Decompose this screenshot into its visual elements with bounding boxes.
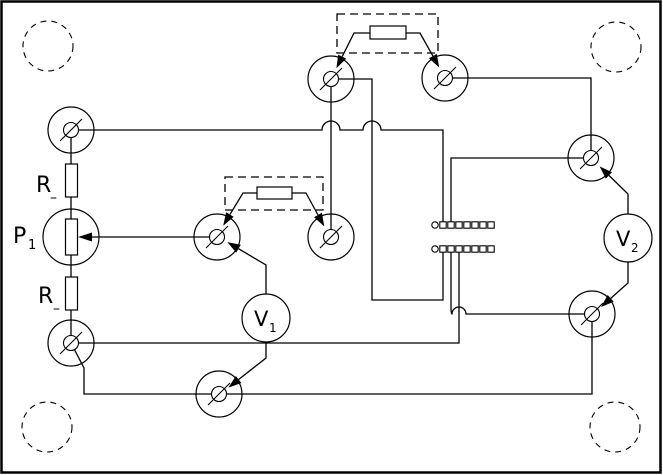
terminal-bottom-center xyxy=(195,370,243,418)
arrow-link1-right xyxy=(429,53,440,68)
voltmeter-v2-label-sub: 2 xyxy=(631,241,639,255)
arrow-link2-left xyxy=(223,212,234,226)
link-box-middle-lead-left xyxy=(229,192,257,215)
link-box-top-lead-left xyxy=(341,32,370,57)
label-potentiometer-sub: 1 xyxy=(28,238,36,253)
link-box-middle-resistor xyxy=(256,186,293,200)
terminal-right-upper xyxy=(567,134,615,182)
wire-coil-bottom-to-t7 xyxy=(71,252,460,344)
mounting-hole-top-left xyxy=(22,20,74,72)
voltmeter-v2-circle xyxy=(603,213,653,263)
voltmeter-v1: V 1 xyxy=(241,293,291,343)
arrow-link1-left xyxy=(336,54,347,69)
label-resistor-top: R xyxy=(36,173,51,198)
coil-row-bottom xyxy=(431,245,495,253)
wire-v1-bottom xyxy=(238,342,267,381)
wire-top-bus xyxy=(71,120,444,222)
terminal-top-left xyxy=(47,106,95,154)
mounting-hole-bottom-right xyxy=(589,401,641,453)
link-box-middle-lead-right xyxy=(292,192,319,216)
coil-row-bottom-dot xyxy=(431,245,439,253)
voltmeter-v1-label: V xyxy=(254,307,269,331)
wire-v2-top xyxy=(608,174,629,214)
wire-t2-to-coil-bottom xyxy=(331,78,444,301)
label-resistor-top-sub: – xyxy=(50,190,57,206)
wire-v1-top xyxy=(238,248,267,294)
arrow-pot-wiper xyxy=(78,232,92,242)
arrow-v2-to-t9 xyxy=(601,295,614,307)
wire-bottom-bus xyxy=(70,314,593,395)
potentiometer-body-circle xyxy=(42,208,100,266)
wire-v2-bottom xyxy=(610,262,629,299)
mounting-hole-top-right xyxy=(590,21,642,73)
label-resistor-bottom-sub: – xyxy=(53,301,60,317)
link-box-top-outline xyxy=(336,13,439,54)
coil-row-top xyxy=(431,221,495,229)
coil-row-top-dot xyxy=(431,221,439,229)
arrow-link2-right xyxy=(314,212,325,227)
arrow-v1-to-t5 xyxy=(227,242,241,253)
potentiometer xyxy=(42,208,100,266)
wire-coil-bottom-to-t9 xyxy=(450,252,592,315)
terminal-bridge1-left xyxy=(307,55,355,103)
link-box-top xyxy=(336,13,439,57)
terminal-bridge1-right xyxy=(421,54,469,102)
label-resistor-bottom: R xyxy=(38,284,53,309)
terminal-bridge2-left xyxy=(193,213,241,261)
voltmeter-v1-circle xyxy=(241,293,291,343)
resistor-bottom xyxy=(64,276,79,311)
link-box-top-resistor xyxy=(369,25,407,40)
voltmeter-v2: V 2 xyxy=(603,213,653,263)
arrow-v1-to-t8 xyxy=(228,376,242,388)
terminal-bridge2-right xyxy=(307,213,355,261)
potentiometer-track xyxy=(64,218,79,256)
resistor-top xyxy=(64,163,79,198)
arrow-v2-to-t4 xyxy=(599,166,612,179)
wire-t3-t4 xyxy=(445,77,592,158)
link-box-top-lead-right xyxy=(406,32,434,57)
terminal-bottom-left xyxy=(47,319,95,367)
wire-coil-top-to-t4 xyxy=(450,157,591,222)
link-box-middle xyxy=(224,176,324,216)
label-potentiometer: P xyxy=(13,224,26,249)
terminal-right-lower xyxy=(568,290,616,338)
mounting-hole-bottom-left xyxy=(21,401,73,453)
voltmeter-v2-label: V xyxy=(616,227,631,251)
voltmeter-v1-label-sub: 1 xyxy=(269,321,277,335)
